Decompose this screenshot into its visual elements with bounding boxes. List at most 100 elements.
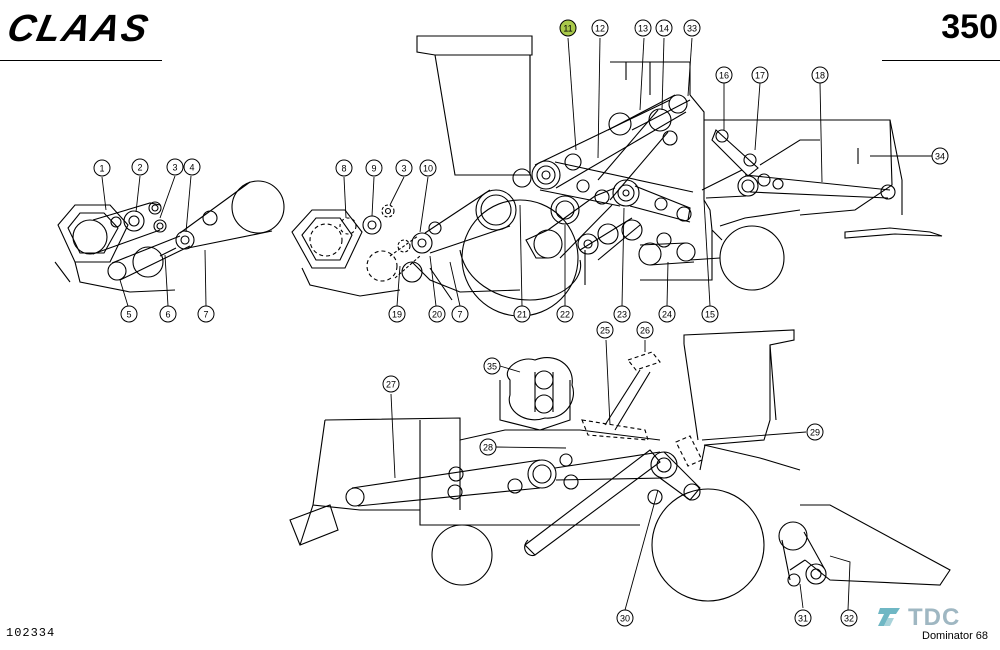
callout-25: 25 [596,321,614,339]
callout-5: 5 [120,305,138,323]
callout-circle [613,305,631,323]
callout-3: 3 [166,158,184,176]
callout-number: 27 [386,380,396,390]
callout-20: 20 [428,305,446,323]
callout-number: 29 [810,428,820,438]
callout-27: 27 [382,375,400,393]
callout-32: 32 [840,609,858,627]
callout-circle [840,609,858,627]
callout-number: 1 [99,164,104,174]
callout-15: 15 [701,305,719,323]
callout-circle [166,158,184,176]
callout-circle [616,609,634,627]
callout-23: 23 [613,305,631,323]
callout-number: 7 [203,310,208,320]
callout-circle [559,19,577,37]
callout-circle [419,159,437,177]
leader-lines [101,37,932,611]
callout-circle [335,159,353,177]
callout-number: 6 [165,310,170,320]
callout-35: 35 [483,357,501,375]
callout-number: 13 [638,24,648,34]
callout-number: 33 [687,24,697,34]
callout-17: 17 [751,66,769,84]
callout-number: 18 [815,71,825,81]
callout-circle [365,159,383,177]
callout-circle [93,159,111,177]
callout-circle [655,19,673,37]
callout-circle [591,19,609,37]
callout-19: 19 [388,305,406,323]
callout-2: 2 [131,158,149,176]
callout-28: 28 [479,438,497,456]
callout-number: 23 [617,310,627,320]
callout-circle [388,305,406,323]
callout-circle [479,438,497,456]
tdc-logo-text: TDC [908,604,961,631]
callout-number: 17 [755,71,765,81]
callout-10: 10 [419,159,437,177]
tdc-logo-icon [878,608,900,626]
callout-circle [751,66,769,84]
header-rule-right [882,60,1000,61]
callout-number: 16 [719,71,729,81]
callout-circle [634,19,652,37]
callout-number: 24 [662,310,672,320]
callout-circle [131,158,149,176]
callout-6: 6 [159,305,177,323]
callout-circle [451,305,469,323]
callout-8: 8 [335,159,353,177]
callout-number: 28 [483,443,493,453]
callout-18: 18 [811,66,829,84]
callout-circle [596,321,614,339]
callout-11: 11 [559,19,577,37]
callout-33: 33 [683,19,701,37]
callout-number: 9 [371,164,376,174]
callout-number: 10 [423,164,433,174]
callout-circle [428,305,446,323]
callout-number: 21 [517,310,527,320]
callout-circle [715,66,733,84]
callout-13: 13 [634,19,652,37]
lower-belt-system [345,351,703,557]
callout-circle [183,158,201,176]
callout-number: 8 [341,164,346,174]
callout-circle [513,305,531,323]
callout-circle [794,609,812,627]
callout-number: 22 [560,310,570,320]
callout-3: 3 [395,159,413,177]
document-number: 102334 [6,626,56,640]
callout-circle [636,321,654,339]
callout-12: 12 [591,19,609,37]
callout-number: 35 [487,362,497,372]
callout-number: 30 [620,614,630,624]
upper-belt-system [512,94,896,266]
middle-left-drive-assembly [291,189,582,301]
callout-circle [382,375,400,393]
callout-number: 5 [126,310,131,320]
callout-circle [159,305,177,323]
model-name: Dominator 68 [922,630,989,642]
callout-circle [556,305,574,323]
callout-16: 16 [715,66,733,84]
callout-number: 2 [137,163,142,173]
callout-circle [483,357,501,375]
callout-circle [683,19,701,37]
left-drive-assembly [54,180,285,293]
callout-number: 25 [600,326,610,336]
callout-29: 29 [806,423,824,441]
callout-9: 9 [365,159,383,177]
callout-circle [395,159,413,177]
upper-combine-body [416,35,943,317]
callout-number: 15 [705,310,715,320]
callout-number: 31 [798,614,808,624]
callout-number: 19 [392,310,402,320]
callout-number: 3 [401,164,406,174]
callout-number: 12 [595,24,605,34]
callout-number: 14 [659,24,669,34]
callout-26: 26 [636,321,654,339]
callout-22: 22 [556,305,574,323]
callout-circle [811,66,829,84]
